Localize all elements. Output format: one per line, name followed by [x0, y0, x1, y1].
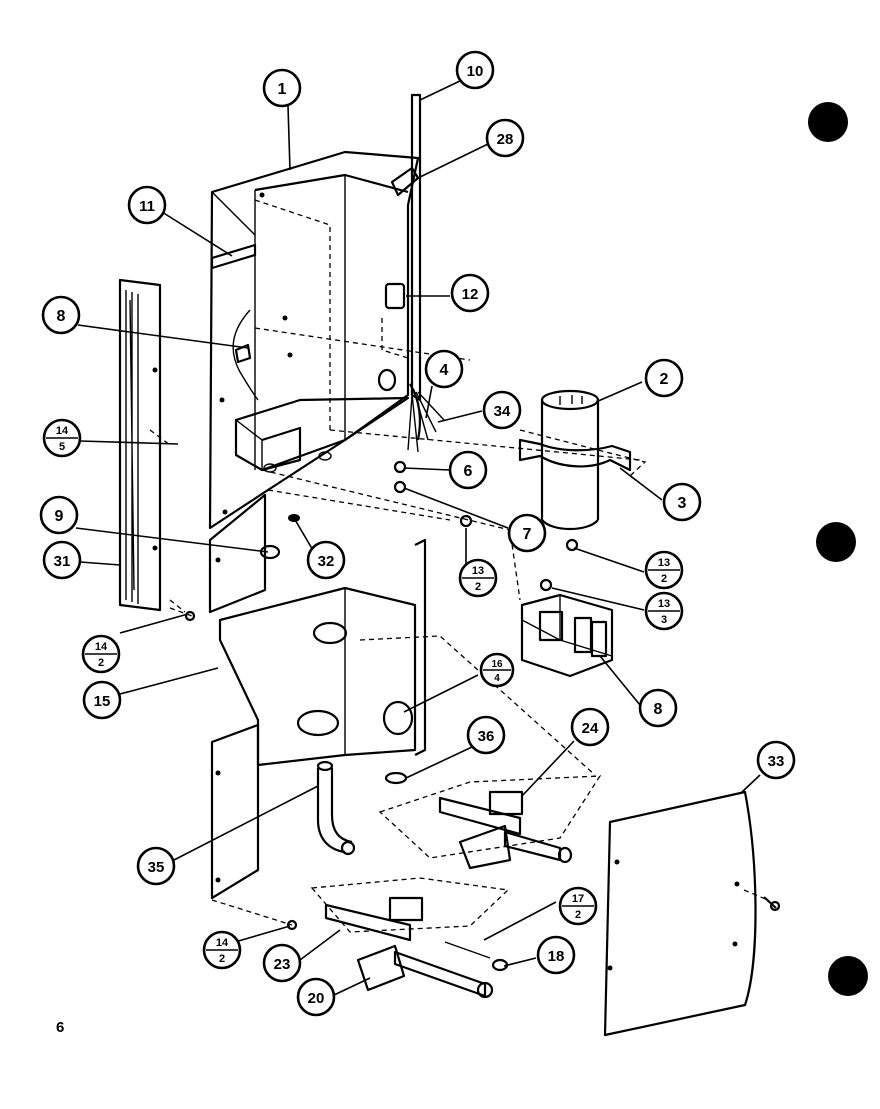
callout-13-2-right-bottom: 2 [661, 573, 667, 585]
callout-17-2-top: 17 [572, 893, 584, 905]
callout-14-2-bottom-bottom: 2 [219, 953, 225, 965]
callout-4-label: 4 [440, 362, 449, 379]
callout-13-2-right: 13 2 [644, 550, 684, 590]
callout-13-2-right-top: 13 [658, 557, 670, 569]
callout-7-label: 7 [523, 526, 532, 543]
callout-23: 23 [262, 943, 302, 983]
punch-hole-bottom [828, 956, 868, 996]
callout-18: 18 [536, 935, 576, 975]
screw-part [286, 919, 298, 931]
callout-2-label: 2 [660, 371, 669, 388]
callout-9-label: 9 [55, 508, 64, 525]
callout-9: 9 [39, 495, 79, 535]
callout-12-label: 12 [462, 286, 479, 303]
callout-34: 34 [482, 390, 522, 430]
punch-hole-top [808, 102, 848, 142]
callout-33: 33 [756, 740, 796, 780]
callout-6-label: 6 [464, 463, 473, 480]
callout-2: 2 [644, 358, 684, 398]
service-valve-lower-part [310, 877, 510, 999]
callout-13-2-middle-top: 13 [472, 565, 484, 577]
callout-14-2-left-top: 14 [95, 641, 108, 653]
callout-35: 35 [136, 846, 176, 886]
callout-28-label: 28 [497, 131, 514, 148]
callout-13-3-top: 13 [658, 598, 670, 610]
callout-24-label: 24 [582, 720, 599, 737]
callout-18-label: 18 [548, 948, 565, 965]
screw-set-part [393, 460, 579, 592]
callout-23-label: 23 [274, 956, 291, 973]
callout-33-label: 33 [768, 753, 785, 770]
callout-13-2-middle-bottom: 2 [475, 581, 481, 593]
callout-14-5: 14 5 [42, 418, 82, 458]
leader-lines [75, 79, 761, 996]
page-number: 6 [56, 1019, 64, 1036]
callout-14-2-left-bottom: 2 [98, 657, 104, 669]
callout-28: 28 [485, 118, 525, 158]
callout-10-label: 10 [467, 63, 484, 80]
punch-hole-middle [816, 522, 856, 562]
wire-bundle-part [407, 383, 445, 453]
callout-1-label: 1 [278, 81, 287, 98]
callout-8-upper-label: 8 [57, 308, 66, 325]
callout-13-3-bottom: 3 [661, 614, 667, 626]
plug-part [381, 282, 409, 359]
service-valve-upper-part [378, 775, 602, 870]
drain-tube-part [316, 760, 356, 856]
insulation-panel-part [118, 278, 186, 613]
callout-8-lower: 8 [638, 688, 678, 728]
callout-31: 31 [42, 540, 82, 580]
capacitor-strap-part [518, 429, 647, 477]
alignment-lines [254, 327, 641, 601]
callout-11: 11 [127, 185, 167, 225]
capacitor-part [540, 389, 600, 530]
callout-17-2-bottom: 2 [575, 909, 581, 921]
callout-10: 10 [455, 50, 495, 90]
callout-6: 6 [448, 450, 488, 490]
callout-1: 1 [262, 68, 302, 108]
insulation-strip-part [210, 243, 257, 270]
base-panel-part [210, 538, 596, 900]
callout-7: 7 [507, 513, 547, 553]
callout-32-label: 32 [318, 553, 335, 570]
screw-part [184, 610, 196, 622]
callout-15: 15 [82, 680, 122, 720]
contactor-part [520, 593, 614, 678]
wire-harness-part [232, 309, 259, 401]
callout-34-label: 34 [494, 403, 511, 420]
callout-14-2-bottom-top: 14 [216, 937, 229, 949]
callout-20-label: 20 [308, 990, 325, 1007]
callout-16-4-top: 16 [491, 659, 503, 670]
control-box-part [208, 150, 420, 530]
callout-14-5-bottom: 5 [59, 441, 65, 453]
callout-14-2-left: 14 2 [81, 634, 121, 674]
callout-3: 3 [662, 482, 702, 522]
callout-16-4: 16 4 [479, 652, 515, 688]
callout-13-3: 13 3 [644, 591, 684, 631]
callout-8-lower-label: 8 [654, 701, 663, 718]
callout-36: 36 [466, 715, 506, 755]
access-cover-part [603, 790, 781, 1037]
callout-14-5-top: 14 [56, 425, 69, 437]
callout-24: 24 [570, 707, 610, 747]
callout-15-label: 15 [94, 693, 111, 710]
callout-16-4-bottom: 4 [494, 673, 500, 684]
callout-3-label: 3 [678, 495, 687, 512]
callout-31-label: 31 [54, 553, 71, 570]
fitting-part [384, 771, 408, 785]
callout-32: 32 [306, 540, 346, 580]
callout-4: 4 [424, 349, 464, 389]
callout-14-2-bottom: 14 2 [202, 930, 242, 970]
callout-12: 12 [450, 273, 490, 313]
callout-35-label: 35 [148, 859, 165, 876]
callout-11-label: 11 [139, 198, 155, 215]
screw-alignment-lines [169, 607, 293, 926]
callout-13-2-middle: 13 2 [458, 558, 498, 598]
callout-17-2: 17 2 [558, 886, 598, 926]
callout-36-label: 36 [478, 728, 495, 745]
callout-8-upper: 8 [41, 295, 81, 335]
callout-20: 20 [296, 977, 336, 1017]
mounting-strip-part [410, 93, 422, 402]
